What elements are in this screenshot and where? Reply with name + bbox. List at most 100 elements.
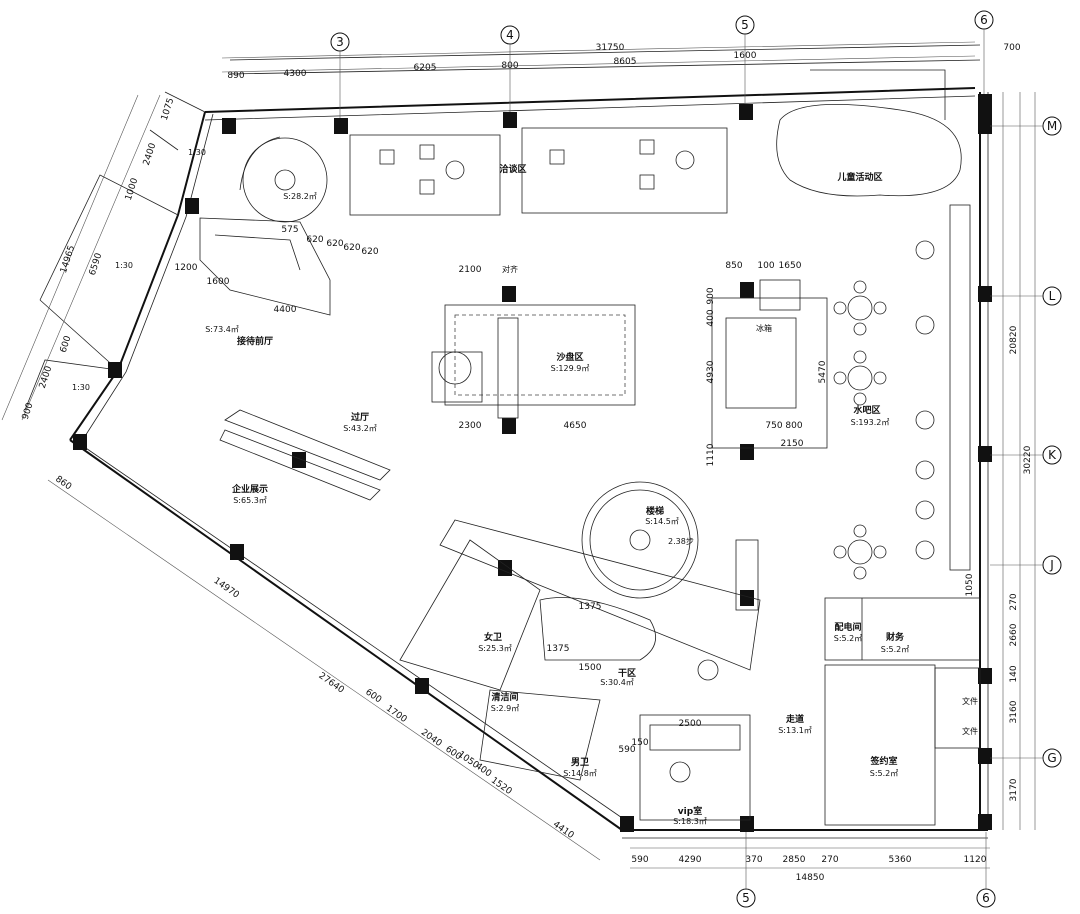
scale-note: 1:30 <box>115 261 133 270</box>
room-name: 儿童活动区 <box>836 171 882 183</box>
dim-sandtable: 2300 <box>459 421 482 431</box>
axis-bottom-5: 5 <box>742 891 750 905</box>
dim-bar: 850 <box>725 261 742 271</box>
scale-note: 1:30 <box>72 383 90 392</box>
dim-vip: 2500 <box>679 719 702 729</box>
dim-bar: 1110 <box>706 443 716 466</box>
dim-top: 1600 <box>734 51 757 61</box>
dimension-lines <box>1 41 1036 869</box>
lounge-seats <box>274 139 719 783</box>
dim-right: 140 <box>1009 665 1019 682</box>
dim-diagonal: 400 <box>473 761 493 779</box>
grid-axes-right: M L K J G <box>990 116 1062 768</box>
room-area: S:28.2㎡ <box>283 192 317 201</box>
room-area: S:193.2㎡ <box>851 418 890 427</box>
axis-right-l: L <box>1049 289 1056 303</box>
axis-top-6: 6 <box>980 13 988 27</box>
room-name: 财务 <box>885 631 905 643</box>
dim-right: 2660 <box>1009 623 1019 646</box>
room-area: S:73.4㎡ <box>205 325 239 334</box>
dim-bottom: 4290 <box>679 855 702 865</box>
dim-restroom: 1500 <box>579 663 602 673</box>
dim-left: 2400 <box>142 142 159 167</box>
axis-right-k: K <box>1048 448 1057 462</box>
dim-right-total: 30220 <box>1023 445 1033 474</box>
room-area: S:5.2㎡ <box>870 769 899 778</box>
room-area: S:5.2㎡ <box>834 634 863 643</box>
dim-vip: 150 <box>631 738 648 748</box>
dim-left: 6590 <box>88 252 105 277</box>
dim-reception: 575 <box>281 225 298 235</box>
dim-top-total: 31750 <box>596 43 625 53</box>
columns <box>73 94 992 832</box>
dim-bottom: 590 <box>631 855 648 865</box>
dim-top: 8605 <box>614 57 637 67</box>
dim-restroom: 1375 <box>579 602 602 612</box>
dim-bottom: 1120 <box>964 855 987 865</box>
room-name: 沙盘区 <box>556 351 583 363</box>
dim-bar: 750 <box>765 421 782 431</box>
dim-bar: 5470 <box>818 360 828 383</box>
dim-bar: 100 <box>757 261 774 271</box>
room-area: S:14.8㎡ <box>563 769 597 778</box>
axis-top-4: 4 <box>506 28 514 42</box>
dim-right: 1050 <box>965 573 975 596</box>
dim-bottom: 270 <box>821 855 838 865</box>
dim-right: 3160 <box>1009 700 1019 723</box>
dim-bottom: 2850 <box>783 855 806 865</box>
grid-axes-bottom: 5 6 <box>736 832 996 908</box>
dim-bar: 900 <box>706 287 716 304</box>
dim-diagonal: 14970 <box>212 576 241 601</box>
room-area: S:129.9㎡ <box>551 364 590 373</box>
dim-right: 20820 <box>1009 325 1019 354</box>
dim-reception: 620 <box>306 235 323 245</box>
axis-right-m: M <box>1047 119 1057 133</box>
fridge-note: 冰箱 <box>756 323 772 333</box>
dim-sandtable: 2100 <box>459 265 482 275</box>
dim-bottom: 5360 <box>889 855 912 865</box>
room-name: 男卫 <box>571 757 589 768</box>
dim-bottom: 370 <box>745 855 762 865</box>
dim-top: 890 <box>227 71 244 81</box>
dim-left: 14965 <box>59 244 77 274</box>
annotations: 1:30 1:30 1:30 对齐 2.38步 冰箱 文件 文件 <box>72 148 978 736</box>
dim-right: 270 <box>1009 593 1019 610</box>
file-cabinet-note: 文件 <box>962 696 978 706</box>
dim-left: 600 <box>59 334 74 354</box>
room-area: S:14.5㎡ <box>645 517 679 526</box>
dim-bar: 400 <box>706 309 716 326</box>
dim-bottom-total: 14850 <box>796 873 825 883</box>
room-name: 清洁间 <box>491 691 518 703</box>
room-name: 接待前厅 <box>237 335 273 347</box>
dim-diagonal: 1700 <box>384 704 409 725</box>
dim-reception: 620 <box>326 239 343 249</box>
room-area: S:5.2㎡ <box>881 645 910 654</box>
room-area: S:25.3㎡ <box>478 644 512 653</box>
room-labels: S:28.2㎡ 洽谈区 儿童活动区 接待前厅 S:73.4㎡ 沙盘区 S:129… <box>205 163 909 826</box>
dim-left: 1075 <box>160 97 177 122</box>
file-cabinet-note: 文件 <box>962 726 978 736</box>
room-name: 签约室 <box>869 755 897 767</box>
dim-left: 1000 <box>124 177 141 202</box>
partitions <box>199 44 981 826</box>
dim-diagonal: 600 <box>363 687 383 705</box>
dim-reception: 1200 <box>175 263 198 273</box>
dim-restroom: 1375 <box>547 644 570 654</box>
dim-diagonal: 2040 <box>419 728 444 749</box>
dim-sandtable: 4650 <box>564 421 587 431</box>
dim-vip: 590 <box>618 745 635 755</box>
dim-bar: 4930 <box>706 360 716 383</box>
dim-top: 6205 <box>414 63 437 73</box>
water-bar-tables <box>833 240 935 580</box>
dim-reception: 620 <box>361 247 378 257</box>
stair-note: 2.38步 <box>668 537 694 546</box>
grid-axes-top: 3 4 5 6 <box>330 10 994 118</box>
axis-right-j: J <box>1049 558 1054 572</box>
scale-note: 1:30 <box>188 148 206 157</box>
dim-bar: 2150 <box>781 439 804 449</box>
dim-reception: 620 <box>343 243 360 253</box>
dim-diagonal: 1520 <box>489 776 514 797</box>
room-name: 配电间 <box>834 621 861 633</box>
align-note: 对齐 <box>502 264 518 274</box>
dim-reception: 4400 <box>274 305 297 315</box>
